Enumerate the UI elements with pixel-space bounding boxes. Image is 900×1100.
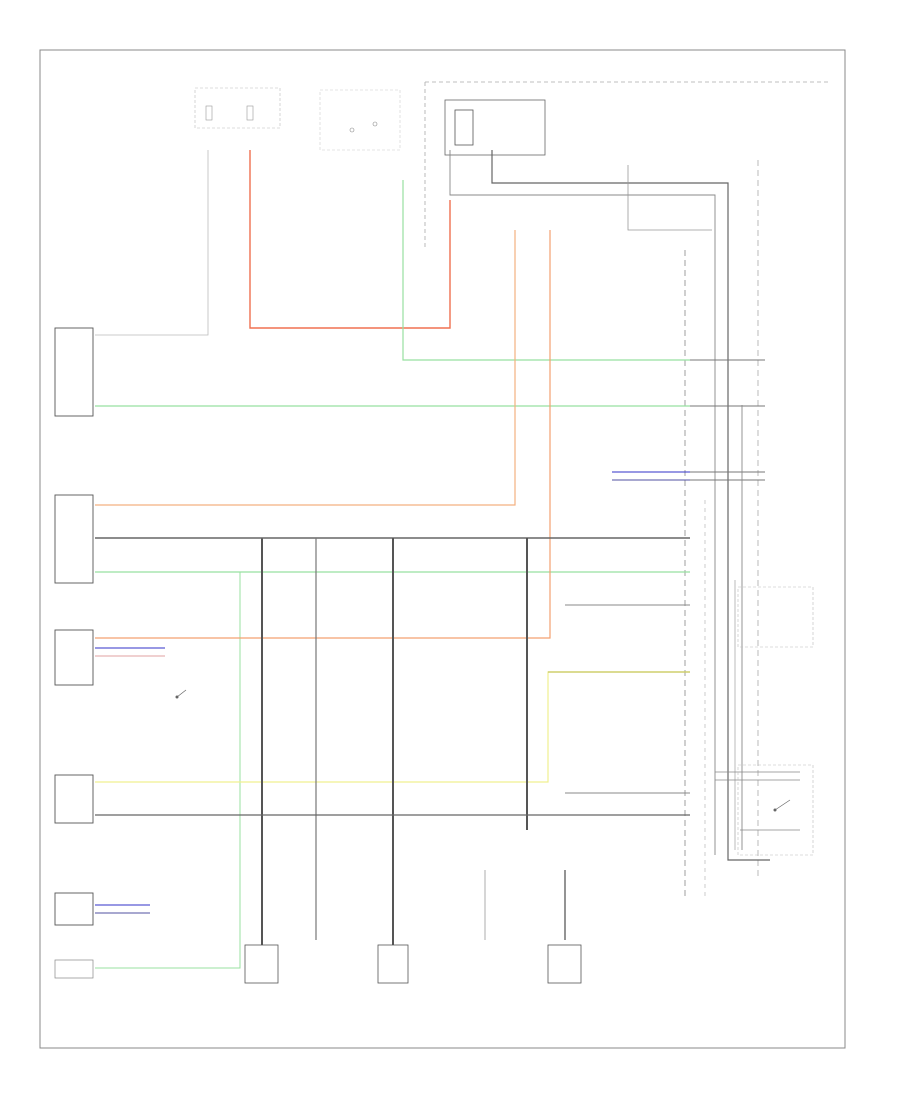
switch-arm (774, 799, 791, 811)
fuse-2 (246, 105, 254, 121)
wire-grey (95, 150, 209, 336)
connector-bottom-2 (377, 944, 409, 984)
page-id (42, 1048, 44, 1054)
component-left-5 (54, 892, 94, 926)
diagram-frame (39, 49, 846, 1049)
fuse-box-top (194, 87, 281, 129)
component-right-2 (737, 764, 814, 856)
wire-orange (95, 230, 516, 506)
fuse-1 (205, 105, 213, 121)
component-left-1 (54, 327, 94, 417)
component-left-6 (54, 959, 94, 979)
switch-contact (372, 121, 378, 127)
wire-orange (95, 230, 551, 639)
relay-coil (454, 109, 474, 146)
component-left-3 (54, 629, 94, 686)
wire-red (249, 150, 451, 329)
connector-bottom-3 (547, 944, 582, 984)
component-left-2 (54, 494, 94, 584)
component-left-4 (54, 774, 94, 824)
connector-bottom-1 (244, 944, 279, 984)
wire-green (95, 572, 241, 969)
wire-dark (449, 150, 716, 855)
switch-arm (176, 689, 187, 698)
wire-green (402, 180, 690, 361)
relay-box (444, 99, 546, 156)
ignition-switch (319, 89, 401, 151)
component-right-1 (737, 586, 814, 648)
wire-dark (491, 150, 770, 861)
wire-dark (627, 165, 712, 231)
switch-contact (349, 127, 355, 133)
